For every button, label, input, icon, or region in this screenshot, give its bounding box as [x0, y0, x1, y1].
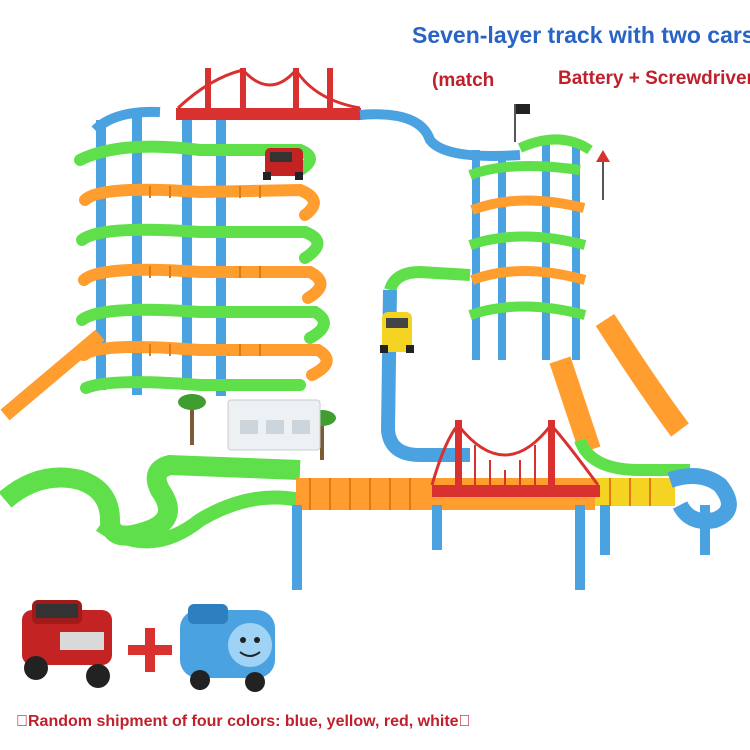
- match-text: (match: [432, 70, 495, 91]
- yellow-car-icon: [380, 312, 414, 353]
- suspension-bridge: [430, 420, 600, 497]
- plus-icon: [128, 628, 172, 672]
- color-footnote:  Random shipment of four colors: blue, y…: [16, 713, 471, 730]
- red-car-icon: [22, 600, 112, 688]
- top-bridge: [176, 67, 521, 161]
- blue-train-icon: [180, 604, 275, 692]
- red-car-top-icon: [263, 148, 303, 180]
- flag-icon: [516, 104, 530, 114]
- tower-right-illustration: [468, 104, 610, 360]
- garage-sign-icon: [227, 399, 321, 451]
- arrow-sign-icon: [596, 150, 610, 162]
- middle-tracks: [380, 265, 690, 476]
- headline-text: Seven-layer track with two cars: [412, 22, 750, 48]
- accessories-text: Battery + Screwdriver: [558, 68, 750, 89]
- tower-left-illustration: [0, 106, 333, 421]
- bottom-track: [0, 454, 737, 590]
